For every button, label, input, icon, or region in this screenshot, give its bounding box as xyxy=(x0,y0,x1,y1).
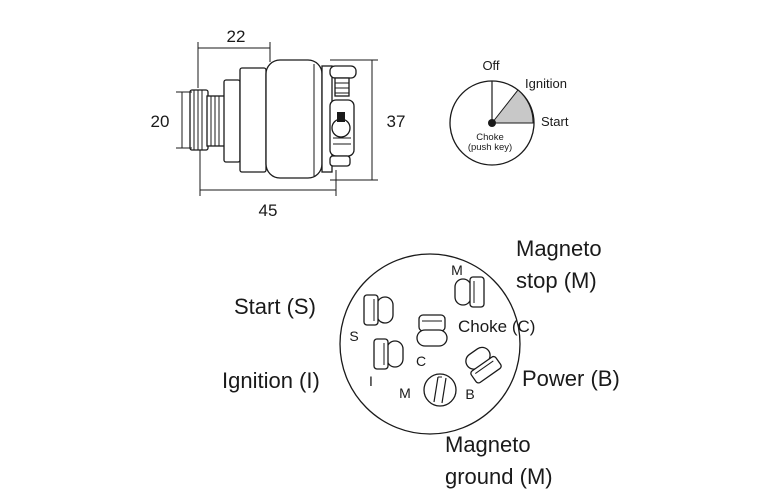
dial-off-label: Off xyxy=(482,58,499,73)
label-magneto-ground-line2: ground (M) xyxy=(445,464,553,489)
dimension-37: 37 xyxy=(330,59,406,181)
pin-i: I xyxy=(369,373,373,389)
label-start: Start (S) xyxy=(234,294,316,319)
pin-c: C xyxy=(416,353,426,369)
terminal-ignition xyxy=(373,338,404,370)
dimension-45: 45 xyxy=(199,150,337,220)
dial-push-key-label: (push key) xyxy=(468,142,512,153)
start-sector xyxy=(490,89,534,124)
side-view xyxy=(189,59,357,179)
dial-choke-label: Choke xyxy=(476,132,503,143)
label-magneto-stop-line1: Magneto xyxy=(516,236,602,261)
label-magneto-stop-line2: stop (M) xyxy=(516,268,597,293)
terminal-choke xyxy=(416,314,448,347)
label-power: Power (B) xyxy=(522,366,620,391)
choke-inline-label: Choke (C) xyxy=(458,317,535,336)
dial-center-dot xyxy=(488,119,496,127)
terminal-start xyxy=(363,294,394,326)
dimension-height-right: 37 xyxy=(387,112,406,131)
dimension-width-top: 22 xyxy=(227,27,246,46)
dimension-22: 22 xyxy=(197,27,271,88)
pin-b: B xyxy=(465,386,474,402)
label-ignition: Ignition (I) xyxy=(222,368,320,393)
dial-ignition-label: Ignition xyxy=(525,76,567,91)
dimension-20: 20 xyxy=(151,91,192,149)
label-magneto-ground-line1: Magneto xyxy=(445,432,531,457)
terminal-magneto-stop xyxy=(454,276,485,308)
terminal-view: M S C I M B Choke (C) xyxy=(339,253,535,435)
terminal-power xyxy=(465,346,502,384)
pin-m-bottom: M xyxy=(399,385,411,401)
dimension-length-bottom: 45 xyxy=(259,201,278,220)
pin-m-top: M xyxy=(451,262,463,278)
pin-s: S xyxy=(349,328,358,344)
dimension-height-left: 20 xyxy=(151,112,170,131)
terminal-magneto-ground xyxy=(423,373,457,407)
dial-start-label: Start xyxy=(541,114,569,129)
position-dial: Off Ignition Start Choke (push key) xyxy=(449,58,569,166)
